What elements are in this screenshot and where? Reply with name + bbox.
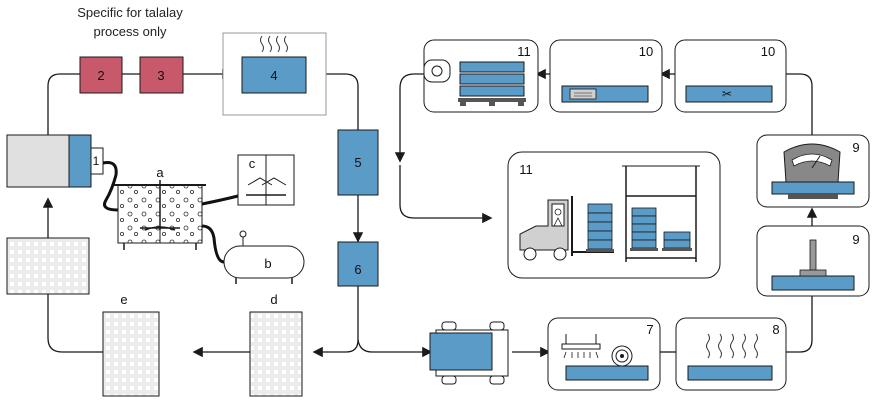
- step-4-label: 4: [270, 68, 277, 83]
- spray-icon: [563, 351, 599, 359]
- tank-c-label: c: [249, 156, 256, 171]
- heat-waves-icon: [706, 333, 758, 359]
- tank-c: c: [237, 154, 295, 206]
- step-6: 6: [337, 241, 379, 287]
- scissors-icon: ✂: [722, 87, 732, 101]
- conveyor-cart: [429, 321, 509, 385]
- mould-plate-e: e: [102, 292, 160, 397]
- step-9-lower-label: 9: [852, 232, 859, 247]
- step-9-weighing: 9: [756, 134, 870, 208]
- step-4-heating: 4: [222, 32, 327, 116]
- tank-a-label: a: [156, 165, 164, 180]
- step-5: 5: [337, 129, 379, 196]
- process-flow-lines: [42, 68, 818, 358]
- hose-to-c: [201, 194, 239, 206]
- step-9-testing: 9: [756, 225, 870, 297]
- step-8-label: 8: [772, 322, 779, 337]
- step-8-drying: 8: [675, 317, 787, 391]
- heat-waves-icon: [260, 35, 288, 53]
- step-3-label: 3: [157, 68, 164, 83]
- step-7-washing: 7: [547, 317, 661, 391]
- mould-press: 1: [6, 134, 104, 188]
- step-6-label: 6: [354, 262, 361, 277]
- step-9-upper-label: 9: [852, 140, 859, 155]
- scale-icon: [783, 143, 841, 183]
- step-11-big-label: 11: [519, 162, 533, 177]
- plate-d-label: d: [270, 292, 277, 307]
- step-10-cutting: ✂ 10: [674, 39, 787, 113]
- step-11-warehouse: 11: [507, 151, 721, 279]
- plate-e-label: e: [120, 292, 127, 307]
- step-2-label: 2: [97, 68, 104, 83]
- step-11-top-label: 11: [517, 44, 531, 59]
- tank-b-label: b: [264, 256, 271, 271]
- feed-hose: [102, 161, 119, 212]
- mould-plate-left: [6, 237, 90, 295]
- talalay-note-line2: process only: [94, 24, 167, 39]
- talalay-note: Specific for talalay process only: [77, 5, 183, 39]
- step-11-stacking: 11: [423, 39, 539, 113]
- step-3: 3: [139, 56, 184, 94]
- tank-b: b: [223, 230, 305, 284]
- pallet-stack: [586, 203, 614, 252]
- step-7-label: 7: [646, 322, 653, 337]
- step-5-label: 5: [354, 155, 361, 170]
- hose-to-b: [201, 224, 225, 264]
- mixing-tank-a: a: [114, 165, 206, 250]
- step-2: 2: [79, 56, 123, 94]
- step-10-right-label: 10: [761, 44, 775, 59]
- talalay-note-line1: Specific for talalay: [77, 5, 183, 20]
- step-1-label: 1: [93, 154, 100, 168]
- storage-rack: [622, 165, 700, 262]
- mould-plate-d: d: [249, 292, 303, 397]
- step-10-covering: 10: [549, 39, 663, 113]
- step-10-left-label: 10: [639, 44, 653, 59]
